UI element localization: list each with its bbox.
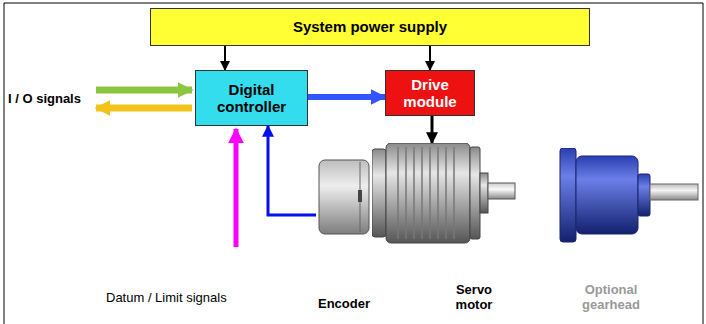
input-arrow	[96, 87, 192, 94]
frame	[4, 3, 703, 324]
node-label: Digital controller	[196, 79, 307, 118]
connector-arrow	[429, 46, 431, 70]
power-supply-box: System power supply	[150, 8, 590, 46]
motor-illustration	[372, 143, 518, 313]
datum-limit-label: Datum / Limit signals	[106, 290, 227, 305]
servo-motor: Servo motor	[372, 143, 518, 313]
node-label: Servo motor	[448, 283, 500, 313]
node-label: Drive module	[386, 74, 474, 113]
connector-arrow	[224, 46, 226, 70]
node-label: Optional gearhead	[572, 283, 650, 313]
connector-arrow	[268, 126, 316, 215]
connector-arrow	[308, 94, 385, 100]
encoder: Encoder	[316, 150, 372, 312]
controller-box: Digital controller	[195, 70, 308, 126]
drive-module-box: Drive module	[385, 70, 475, 116]
node-label: System power supply	[289, 16, 451, 37]
output-arrow	[96, 105, 192, 112]
node-label: Encoder	[316, 297, 372, 312]
connector-arrow	[431, 116, 434, 143]
gearhead: Optional gearhead	[556, 148, 701, 313]
io-signals-label: I / O signals	[8, 91, 81, 106]
datum-arrow	[234, 129, 239, 247]
encoder-illustration	[316, 150, 372, 312]
